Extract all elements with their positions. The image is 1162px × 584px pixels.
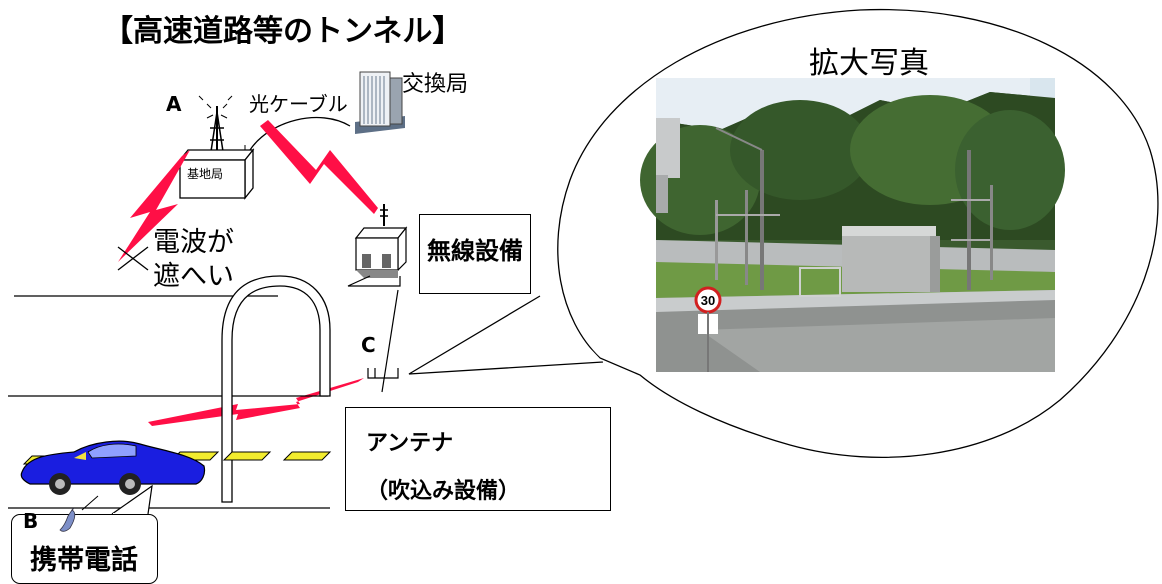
antenna-label-line1: アンテナ <box>366 431 454 456</box>
fiber-cable <box>249 116 351 151</box>
blocked-label-line1: 電波が <box>153 227 234 258</box>
mobile-phone-label: 携帯電話 <box>30 545 138 576</box>
car-icon <box>20 440 206 495</box>
blocked-label-line2: 遮へい <box>153 261 234 292</box>
enlarged-photo: 30 <box>640 78 1065 372</box>
antenna-label-line2: （吹込み設備） <box>366 479 521 504</box>
base-station-label: 基地局 <box>187 167 224 181</box>
blocked-label: 電波が 遮へい <box>153 226 234 294</box>
radio-equipment-icon <box>354 204 408 278</box>
tunnel-antenna-icon <box>367 368 399 379</box>
zoom-photo-label: 拡大写真 <box>809 46 929 81</box>
radio-equipment-label: 無線設備 <box>419 214 531 294</box>
point-c-label: C <box>361 333 376 357</box>
base-station-icon <box>178 95 255 200</box>
tunnel-arch <box>221 275 331 503</box>
exchange-label: 交換局 <box>402 72 469 97</box>
mobile-phone-icon <box>59 508 76 532</box>
speed-sign-text: 30 <box>701 293 715 308</box>
antenna-label-box: アンテナ （吹込み設備） <box>345 407 611 511</box>
point-b-label: B <box>23 509 39 533</box>
radio-waves <box>118 120 378 426</box>
blocked-x-icon <box>117 246 149 271</box>
fiber-cable-label: 光ケーブル <box>249 92 348 116</box>
feeder-line <box>347 275 401 287</box>
point-a-label: A <box>166 92 182 116</box>
diagram-title: 【高速道路等のトンネル】 <box>103 14 463 49</box>
exchange-building-icon <box>355 71 405 134</box>
